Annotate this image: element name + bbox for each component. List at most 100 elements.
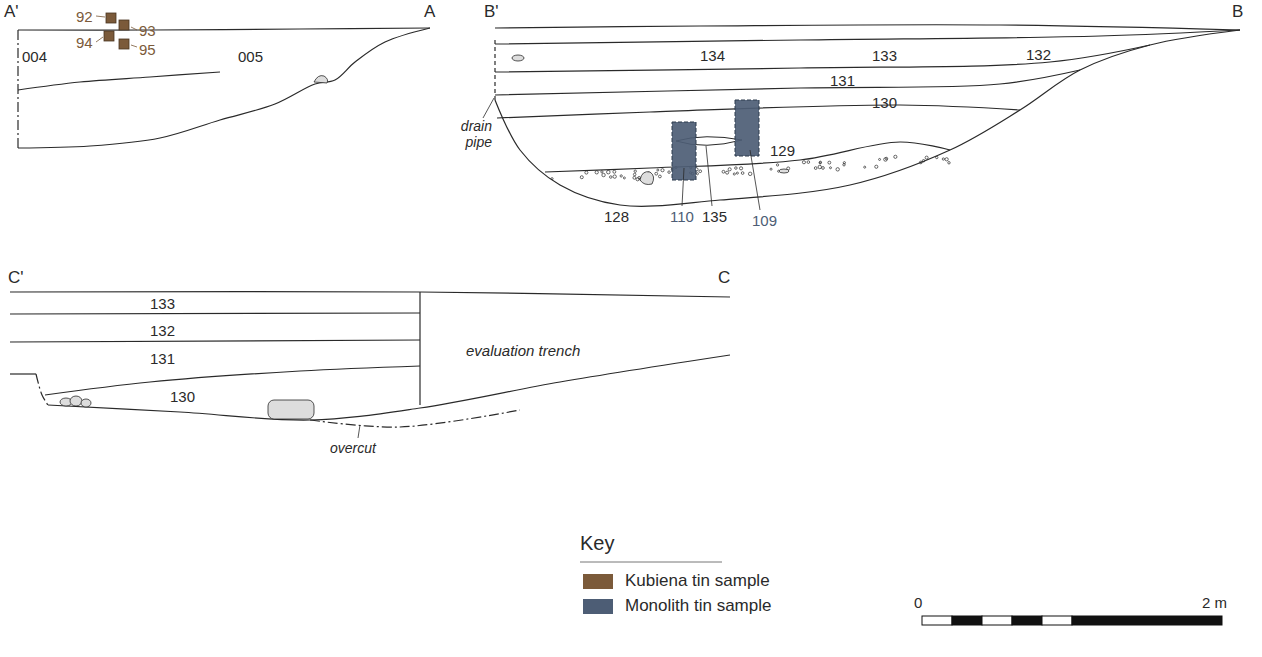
gravel (828, 161, 831, 164)
feature-note: drain pipe (452, 118, 492, 150)
sample-number: 93 (139, 22, 156, 39)
gravel (925, 156, 928, 159)
context-number: 005 (238, 48, 263, 65)
cut-profile (36, 374, 48, 405)
legend-swatch (583, 574, 613, 589)
kubiena-tin (106, 13, 116, 23)
gravel (726, 171, 729, 174)
leader-line (96, 16, 105, 17)
gravel (814, 167, 817, 170)
trench-edge (419, 292, 420, 405)
legend-text: Kubiena tin sample (625, 571, 770, 591)
gravel (879, 158, 881, 160)
stone (512, 55, 524, 61)
context-number: 133 (872, 47, 897, 64)
context-number: 004 (22, 48, 47, 65)
layer-boundary (18, 72, 220, 90)
gravel (818, 165, 821, 168)
gravel (830, 167, 832, 169)
gravel (776, 164, 778, 166)
leader-line (131, 27, 137, 30)
legend-item: Kubiena tin sample (583, 571, 770, 591)
leader-line (131, 45, 137, 47)
scale-segment (1012, 616, 1042, 625)
gravel (739, 167, 742, 170)
gravel (802, 161, 805, 164)
layer-boundary (10, 373, 36, 374)
gravel (942, 158, 944, 160)
scale-segment (982, 616, 1012, 625)
gravel (822, 167, 825, 170)
section-letter: C (718, 268, 730, 288)
gravel (936, 156, 938, 158)
section-letter: C' (8, 268, 24, 288)
scale-segment (1042, 616, 1072, 625)
layer-boundary (10, 313, 420, 314)
gravel (875, 165, 878, 168)
context-number: 131 (150, 350, 175, 367)
gravel (843, 164, 845, 166)
stone (314, 76, 328, 83)
gravel (948, 162, 950, 164)
context-number: 132 (150, 322, 175, 339)
gravel (864, 166, 866, 168)
gravel (741, 172, 744, 175)
leader-line (706, 146, 712, 206)
layer-boundary (45, 366, 420, 395)
gravel (551, 178, 553, 180)
stone (268, 400, 314, 419)
gravel (657, 169, 659, 171)
gravel (633, 173, 636, 176)
sample-number: 94 (76, 34, 93, 51)
gravel (620, 175, 622, 177)
gravel (735, 167, 738, 170)
gravel (922, 159, 925, 162)
layer-boundary (10, 340, 420, 342)
gravel (580, 176, 583, 179)
scale-number: 0 (914, 594, 922, 611)
overcut-line (310, 410, 520, 427)
gravel (696, 173, 698, 175)
stone (70, 396, 82, 406)
gravel (623, 177, 625, 179)
legend-swatch (583, 599, 613, 614)
gravel (884, 158, 888, 162)
legend-title: Key (580, 532, 614, 555)
scale-segment (922, 616, 952, 625)
layer-boundary (495, 45, 1150, 72)
gravel (819, 161, 821, 163)
leader-line (96, 37, 103, 42)
leader-line (682, 168, 684, 206)
gravel (894, 155, 897, 158)
scale-segment (952, 616, 982, 625)
sample-number: 109 (752, 212, 777, 229)
feature-note: overcut (330, 440, 376, 456)
gravel (728, 168, 731, 171)
section-letter: A' (4, 2, 19, 22)
key-rule (580, 562, 722, 563)
gravel (736, 172, 738, 174)
gravel (655, 172, 658, 175)
context-number: 133 (150, 295, 175, 312)
leader-line (483, 98, 494, 118)
gravel (607, 170, 611, 174)
stone (779, 169, 789, 173)
gravel (733, 173, 735, 175)
gravel (613, 175, 616, 178)
cut-profile (18, 28, 430, 148)
layer-boundary (495, 30, 1240, 44)
gravel (658, 175, 661, 178)
cut-profile (495, 30, 1240, 206)
gravel (722, 170, 725, 173)
context-number: 131 (830, 72, 855, 89)
section-letter: B' (484, 2, 499, 22)
legend-item: Monolith tin sample (583, 596, 771, 616)
gravel (613, 170, 616, 173)
legend-text: Monolith tin sample (625, 596, 771, 616)
stone (640, 172, 654, 185)
gravel (668, 171, 670, 173)
monolith-tin (735, 100, 759, 156)
context-number: 129 (770, 142, 795, 159)
gravel (633, 176, 636, 179)
sample-number: 95 (139, 41, 156, 58)
